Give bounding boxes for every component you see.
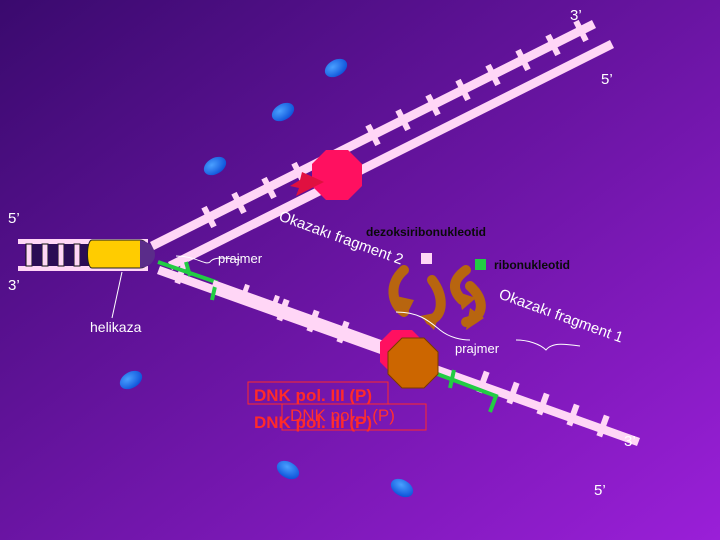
pol-iii-octagon-top [312,150,362,200]
pol-i-box [281,403,427,431]
arrowhead-4 [458,292,476,310]
label-primer-left: prajmer [218,251,263,266]
label-top-5prime: 5’ [601,71,613,88]
label-ribonucleotide: ribonukleotid [494,258,570,272]
label-left-5prime: 5’ [8,210,20,227]
pol-i-octagon [387,337,439,389]
pol-iii-arrow [290,172,324,196]
label-top-3prime: 3’ [570,7,582,24]
annotation-lines [111,255,581,351]
primer-right-segment [431,369,499,413]
label-bottom-5prime: 5’ [594,482,606,499]
arrowhead-3 [466,308,484,330]
pol-iii-label-shadow: DNK pol. III (P) [254,413,372,432]
arrowhead-1 [396,296,414,316]
label-helicase: helikaza [90,319,142,335]
polymerase-labels: DNK pol. III (P) DNK pol. III (P) DNK po… [247,381,427,432]
pol-iii-label: DNK pol. III (P) [254,386,372,405]
label-left-3prime: 3’ [8,277,20,294]
free-nucleotides [119,58,414,498]
deoxyribonucleotide-square [421,253,432,264]
leading-strand [150,19,614,270]
ribonucleotide-square [475,259,486,270]
label-deoxyribonucleotide: dezoksiribonukleotid [366,225,486,239]
parental-dna [18,239,148,271]
pol-i-label: DNK pol. I (P) [290,406,395,425]
label-primer-right: prajmer [455,341,500,356]
okazaki-fragment-2-strand [212,280,398,352]
label-right-3prime: 3’ [624,433,636,450]
helicase-enzyme [87,239,155,269]
